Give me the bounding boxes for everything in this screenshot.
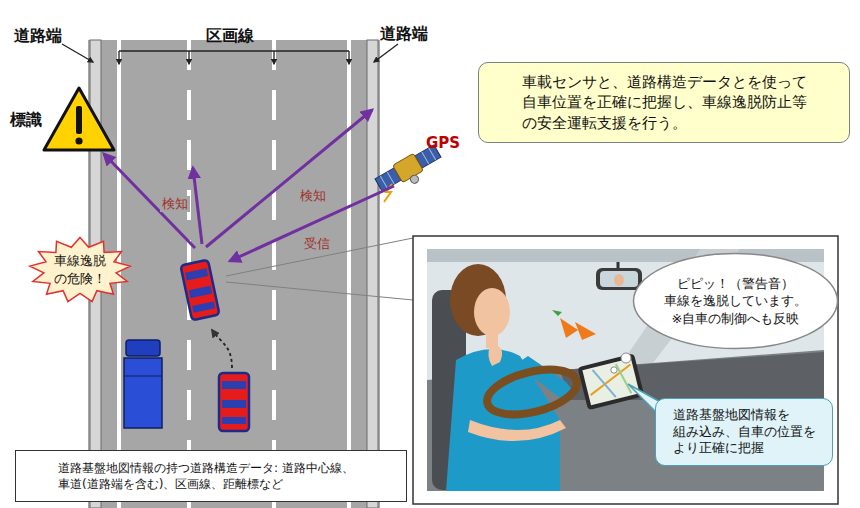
lane-change-arrow — [212, 330, 232, 368]
detect-label: 検知 — [160, 196, 190, 212]
burst-outline — [30, 238, 130, 302]
text-group: 道路基盤地図情報の持つ道路構造データ: 道路中心線、 車道(道路端を含む)、区画… — [58, 460, 364, 492]
text-group: 車載センサと、道路構造データとを使って 自車位置を正確に把握し、車線逸脱防止等 … — [522, 72, 807, 133]
gps-label: GPS — [426, 134, 460, 152]
thought-bubble: ピピッ！（警告音） 車線を逸脱しています。※自車の制御へも反映 — [632, 252, 839, 350]
truck — [124, 340, 162, 428]
text-line: 道路基盤地図情報を — [673, 407, 816, 424]
lane-line-label: 区画線 — [206, 26, 254, 45]
own-car — [180, 260, 219, 321]
detect-label: 検知 — [300, 188, 326, 204]
sign-label: 標識 — [10, 110, 42, 129]
text-line: ※自車の制御へも反映 — [664, 310, 807, 328]
text-line: 車線を逸脱しています。 — [664, 292, 807, 310]
warning-sign — [44, 88, 114, 150]
text-line: 車線逸脱 — [54, 252, 106, 270]
node-text: ピピッ！（警告音） 車線を逸脱しています。 — [664, 275, 807, 310]
text-group: 道路基盤地図情報を 組み込み、自車の位置を より正確に把握 — [673, 407, 816, 458]
text-group: 車線逸脱 の危険！ — [54, 252, 106, 287]
road-edge-label: 道路端 — [380, 24, 428, 43]
text-line: の安全運転支援を行う。 — [522, 113, 807, 133]
burst-shape — [28, 236, 132, 304]
leader-lines — [62, 44, 398, 64]
text-group: ピピッ！（警告音） 車線を逸脱しています。※自車の制御へも反映 — [664, 275, 807, 328]
summary-box: 車載センサと、道路構造データとを使って 自車位置を正確に把握し、車線逸脱防止等 … — [478, 62, 850, 143]
bubble-outline — [634, 254, 838, 349]
driver-inset — [413, 236, 838, 504]
note-box: 道路基盤地図情報の持つ道路構造データ: 道路中心線、 車道(道路端を含む)、区画… — [15, 450, 407, 502]
text-line: 組み込み、自車の位置を — [673, 424, 816, 441]
callout-box: 道路基盤地図情報を 組み込み、自車の位置を より正確に把握 — [655, 398, 833, 466]
receive-label: 受信 — [304, 236, 330, 252]
other-car — [219, 373, 249, 431]
node-text: 車載センサと、道路構造データとを使って 自車位置を正確に把握し、車線逸脱防止等 … — [522, 72, 807, 133]
warning-burst: 車線逸脱 の危険！ — [28, 236, 132, 304]
node-text: 道路基盤地図情報を 組み込み、自車の位置を より正確に把握 — [673, 407, 816, 458]
text-line: より正確に把握 — [673, 440, 816, 457]
road-edge-label: 道路端 — [14, 26, 62, 45]
sensing-arrows — [104, 110, 394, 261]
node-text: 道路基盤地図情報の持つ道路構造データ: 道路中心線、 車道(道路端を含む)、区画… — [58, 460, 364, 492]
text-line: 自車位置を正確に把握し、車線逸脱防止等 — [522, 92, 807, 112]
text-line: ピピッ！（警告音） — [664, 275, 807, 293]
node-text: 車線逸脱 の危険！ — [54, 252, 106, 287]
text-line: の危険！ — [54, 270, 106, 288]
text-line: 車載センサと、道路構造データとを使って — [522, 72, 807, 92]
node-text: ※自車の制御へも反映 — [664, 310, 807, 328]
